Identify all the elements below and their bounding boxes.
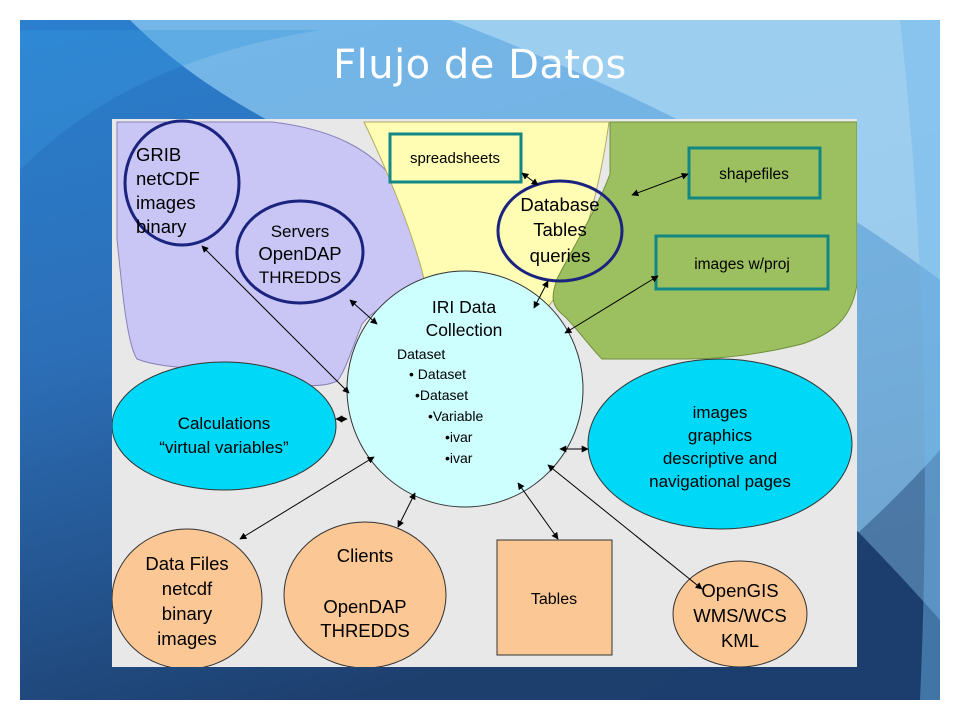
slide-title: Flujo de Datos [333, 42, 627, 88]
center-title-line-2: Collection [426, 320, 503, 340]
data-files-line-4: images [157, 628, 217, 649]
calculations-line-2: “virtual variables” [159, 438, 289, 457]
database-line-3: queries [530, 245, 591, 266]
formats-line-1: GRIB [136, 144, 181, 165]
arrow-clients-to-center [397, 492, 416, 528]
servers-line-1: Servers [271, 222, 330, 241]
center-item-6: •ivar [445, 450, 473, 466]
spreadsheets-box [388, 132, 523, 184]
opengis-line-1: OpenGIS [701, 580, 778, 601]
spreadsheets-label: spreadsheets [410, 150, 500, 167]
database-line-2: Tables [533, 219, 586, 240]
data-flow-diagram: GRIB netCDF images binary Servers OpenDA… [112, 119, 857, 667]
clients-ellipse [283, 521, 447, 667]
center-item-1: Dataset [397, 346, 445, 362]
file-formats-ellipse [123, 119, 241, 247]
slide-swoosh-mid [20, 30, 320, 170]
servers-line-3: THREDDS [259, 268, 341, 287]
images-graphics-line-3: descriptive and [663, 449, 777, 468]
opengis-line-2: WMS/WCS [693, 605, 787, 626]
opengis-ellipse [672, 560, 808, 667]
center-item-2: • Dataset [409, 366, 466, 382]
shapefiles-label: shapefiles [719, 166, 789, 183]
slide-swoosh-dark [640, 450, 940, 700]
images-graphics-line-2: graphics [688, 426, 752, 445]
center-item-4: •Variable [428, 408, 483, 424]
arrow-spreadsheets-to-database [521, 172, 539, 186]
calculations-line-1: Calculations [178, 414, 271, 433]
data-files-line-2: netcdf [162, 578, 213, 599]
clients-line-4: THREDDS [320, 620, 409, 641]
images-proj-label: images w/proj [694, 256, 790, 273]
center-item-3: •Dataset [415, 387, 468, 403]
formats-line-4: binary [136, 216, 187, 237]
clients-line-1: Clients [337, 545, 394, 566]
database-line-1: Database [520, 194, 599, 215]
slide-swoosh-right [900, 20, 940, 700]
images-proj-box [654, 234, 830, 291]
formats-line-2: netCDF [136, 168, 200, 189]
data-files-line-1: Data Files [145, 553, 228, 574]
formats-line-3: images [136, 192, 196, 213]
arrow-data-files-to-center [239, 456, 375, 540]
center-item-5: •ivar [445, 429, 473, 445]
data-files-line-3: binary [162, 603, 213, 624]
slide-swoosh-pale [450, 20, 940, 280]
arrow-images-proj-to-center [564, 275, 659, 334]
center-title-line-1: IRI Data [432, 297, 496, 317]
arrow-opengis-to-center [547, 464, 703, 590]
data-files-ellipse [112, 528, 263, 667]
shapefiles-box [687, 146, 822, 200]
arrow-shapefiles-to-database [631, 172, 689, 197]
arrow-formats-to-center [201, 245, 350, 394]
clients-line-3: OpenDAP [323, 596, 406, 617]
database-ellipse [496, 179, 624, 283]
tables-label: Tables [531, 591, 577, 608]
arrow-database-to-center [533, 280, 549, 309]
images-graphics-line-4: navigational pages [649, 472, 791, 491]
arrow-servers-to-center [349, 299, 378, 325]
servers-line-2: OpenDAP [258, 243, 341, 264]
opengis-line-3: KML [721, 630, 759, 651]
images-graphics-line-1: images [693, 403, 748, 422]
